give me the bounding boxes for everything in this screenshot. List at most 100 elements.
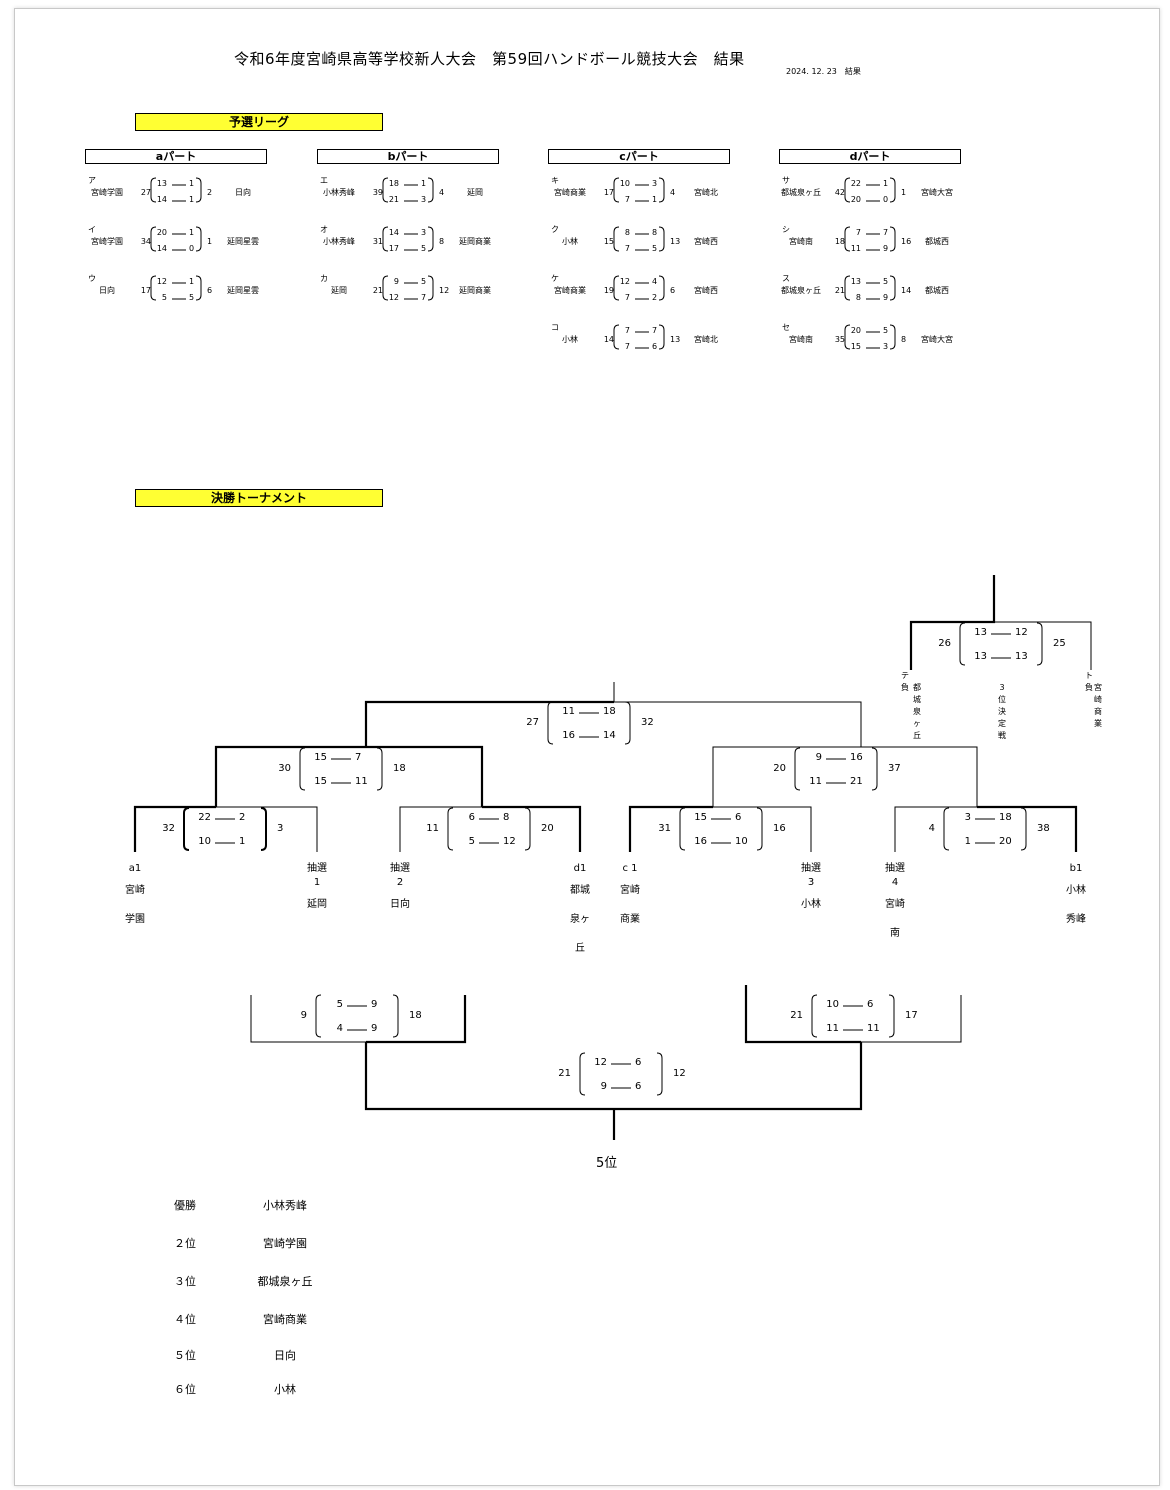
home-team: 宮崎南 [789,335,813,344]
score-dash [635,331,649,333]
home-team: 都城泉ヶ丘 [781,286,821,295]
half2-home: 20 [850,195,861,204]
away-total: 4 [439,188,445,197]
score-bracket [613,324,665,350]
away-team: 延岡 [467,188,483,197]
third-place-label: 3位決定戦 [998,683,1006,740]
half1-home: 10 [619,179,630,188]
home-team: 延岡 [331,286,347,295]
left-total: 20 [773,763,786,774]
half1-away: 1 [421,179,427,188]
half2-home: 14 [156,195,167,204]
document-title: 令和6年度宮崎県高等学校新人大会 第59回ハンドボール競技大会 結果 [234,50,745,68]
match-label: ク [551,225,559,234]
fifth-place-label: 5位 [596,1156,618,1171]
right-total: 25 [1053,638,1066,649]
half1-left: 11 [562,706,575,717]
home-team: 小林秀峰 [323,188,355,197]
away-total: 13 [670,237,681,246]
score-dash [347,1005,367,1007]
away-team: 延岡星雲 [227,237,259,246]
half2-left: 16 [562,730,575,741]
half2-home: 21 [388,195,399,204]
half2-home: 7 [624,342,630,351]
half2-left: 10 [198,836,211,847]
score-bracket [844,324,896,350]
home-total: 21 [372,286,383,295]
half2-left: 1 [964,836,971,847]
third-left-label: テ負 [901,671,909,692]
score-bracket [613,275,665,301]
home-total: 31 [372,237,383,246]
team-seed: d1 [573,863,587,874]
match-label: イ [88,225,96,234]
half1-left: 13 [974,627,987,638]
bracket-line [216,806,318,852]
result-team: 小林秀峰 [263,1199,307,1212]
score-dash [866,298,880,300]
score-bracket [959,622,1043,666]
match-label: オ [320,225,328,234]
score-dash [347,1029,367,1031]
score-dash [635,298,649,300]
half1-home: 7 [624,326,630,335]
home-total: 35 [834,335,845,344]
home-total: 21 [834,286,845,295]
home-total: 19 [603,286,614,295]
left-total: 11 [426,823,439,834]
score-dash [172,249,186,251]
half2-away: 5 [421,244,427,253]
score-bracket [382,275,434,301]
score-bracket [150,177,202,203]
score-dash [172,200,186,202]
result-rank: ３位 [174,1275,196,1288]
match-label: キ [551,176,559,185]
score-dash [635,233,649,235]
score-bracket [613,226,665,252]
right-total: 17 [905,1010,918,1021]
match-label: セ [782,323,790,332]
bracket-line [861,746,978,807]
half1-home: 13 [850,277,861,286]
half2-right: 20 [999,836,1012,847]
left-total: 32 [162,823,175,834]
home-team: 宮崎南 [789,237,813,246]
score-dash [404,249,418,251]
home-team: 小林秀峰 [323,237,355,246]
score-bracket [447,807,531,851]
away-team: 日向 [235,188,251,197]
bracket-line [861,995,962,1043]
team-name: 小林 [801,899,821,910]
half1-left: 12 [594,1057,607,1068]
team-name: 小林秀峰 [1066,885,1086,925]
half2-home: 5 [161,293,167,302]
half1-right: 12 [1015,627,1028,638]
half2-home: 15 [850,342,861,351]
half2-right: 1 [239,836,246,847]
half1-right: 6 [867,999,874,1010]
league-part-header: bパート [317,149,499,164]
half1-right: 7 [355,752,362,763]
bracket-line [712,746,861,807]
match-label: エ [320,176,328,185]
right-total: 18 [393,763,406,774]
half2-left: 11 [809,776,822,787]
score-bracket [150,275,202,301]
away-team: 延岡商業 [459,237,491,246]
half1-home: 18 [388,179,399,188]
half1-away: 5 [421,277,427,286]
half1-away: 3 [652,179,658,188]
home-total: 14 [603,335,614,344]
score-bracket [943,807,1027,851]
away-total: 8 [901,335,907,344]
score-dash [172,184,186,186]
bracket-line [364,1042,614,1111]
team-name: 宮崎商業 [620,885,640,925]
right-total: 32 [641,717,654,728]
score-bracket [679,807,763,851]
